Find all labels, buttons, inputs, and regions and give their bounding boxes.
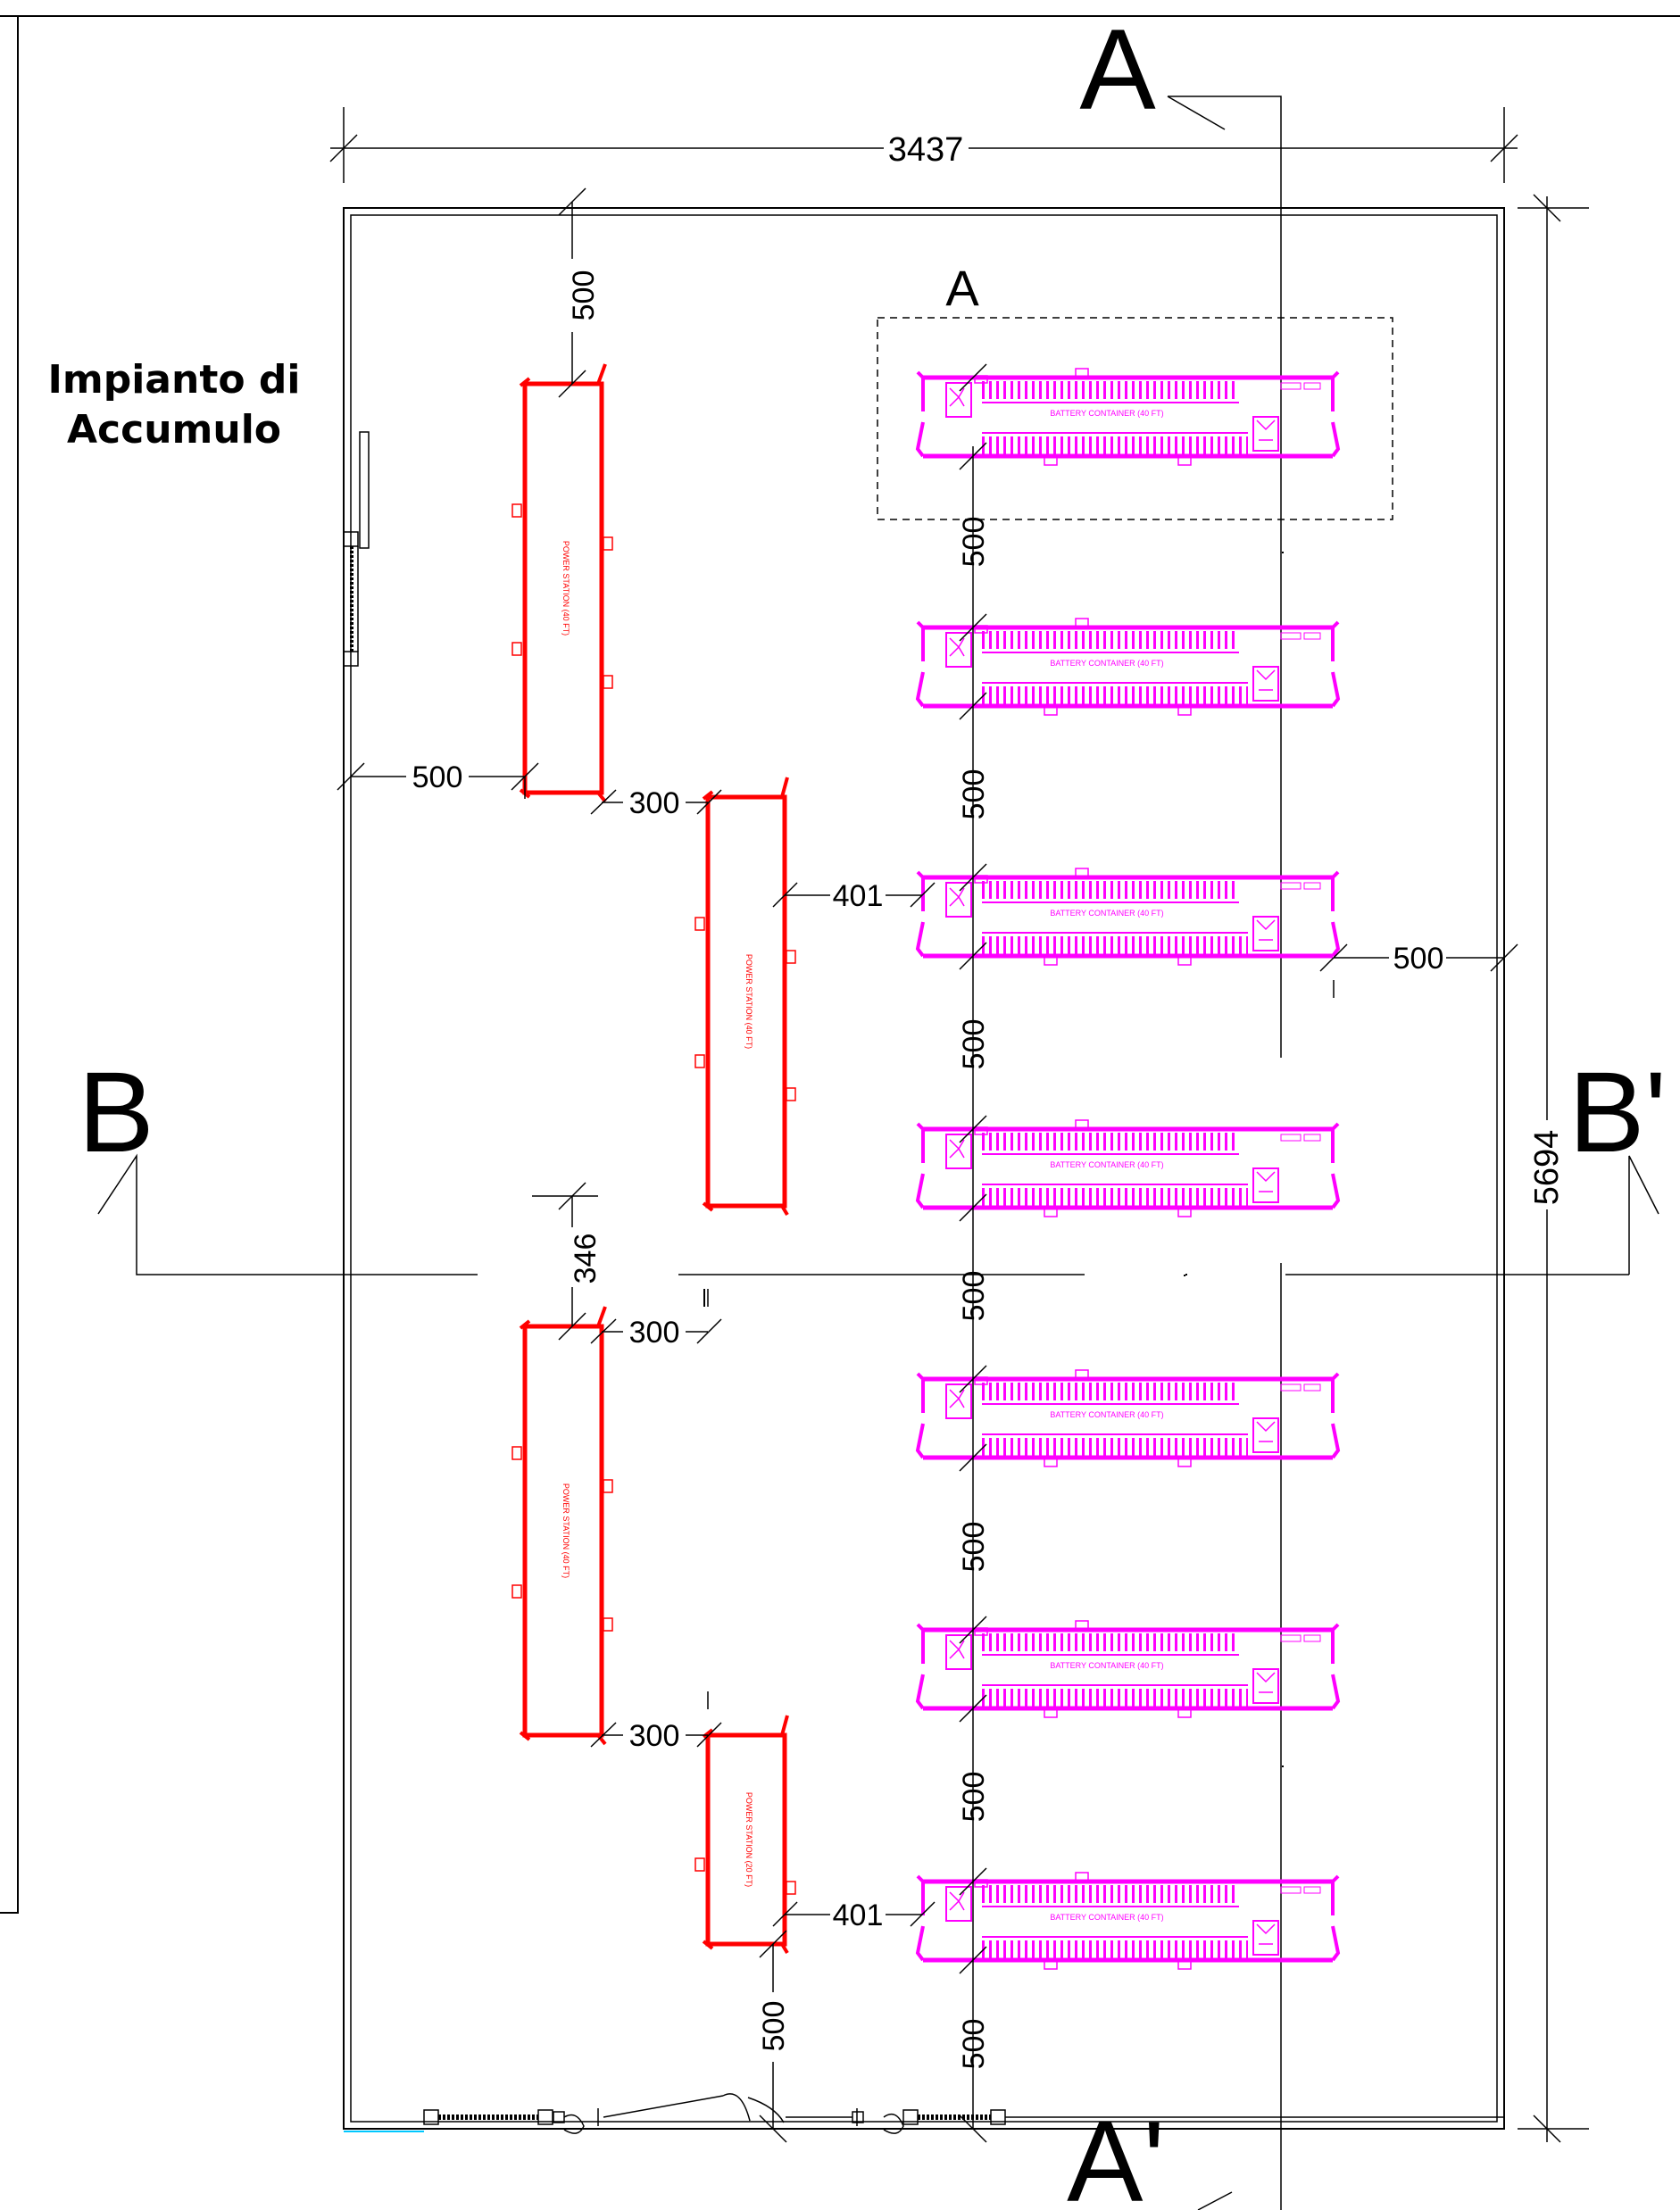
left-gate — [343, 431, 370, 667]
chain-tick-top-2 — [959, 613, 987, 642]
battery-container-7-label: BATTERY CONTAINER (40 FT) — [1050, 1913, 1163, 1922]
chain-tick-bottom-6 — [959, 1694, 987, 1723]
battery-container-1-label: BATTERY CONTAINER (40 FT) — [1050, 409, 1163, 418]
chain-tick-top-6 — [959, 1616, 987, 1644]
power-station-3-label: POWER STATION (40 FT) — [561, 1483, 570, 1578]
power-station-4-label: POWER STATION (20 FT) — [744, 1792, 753, 1887]
site-boundary-inner — [350, 214, 1498, 2123]
dim-ps2-ps3 — [532, 1182, 598, 1341]
battery-spacing-labels: 500 500 500 500 500 500 500 — [957, 517, 991, 2070]
dim-ps2-battery-value: 401 — [833, 879, 884, 913]
section-line-a — [1167, 96, 1282, 2210]
dim-ps1-top-value: 500 — [567, 270, 601, 321]
bottom-gate — [344, 2093, 1504, 2134]
chain-tick-bottom-4 — [959, 1193, 987, 1222]
section-a-prime-label: A' — [1067, 2098, 1165, 2210]
battery-container-2: BATTERY CONTAINER (40 FT) — [915, 618, 1341, 716]
chain-tick-bottom-7 — [959, 1946, 987, 1974]
dim-battery-right-value: 500 — [1393, 942, 1444, 976]
site-boundary-outer — [343, 207, 1505, 2130]
overall-height-dimension — [1518, 194, 1589, 2143]
chain-tick-bottom-2 — [959, 692, 987, 720]
overall-height-value: 5694 — [1528, 1130, 1566, 1206]
chain-tick-top-7 — [959, 1867, 987, 1896]
dim-ps1-ps2-value: 300 — [629, 786, 680, 820]
battery-container-5-label: BATTERY CONTAINER (40 FT) — [1050, 1410, 1163, 1419]
battery-container-3-label: BATTERY CONTAINER (40 FT) — [1050, 909, 1163, 918]
battery-containers: BATTERY CONTAINER (40 FT) BATTERY CONTAIN… — [915, 368, 1341, 1970]
dim-ps1-top — [558, 187, 586, 398]
dim-ps1-left — [337, 762, 539, 799]
power-station-1: POWER STATION (40 FT) — [511, 363, 613, 803]
battery-container-3: BATTERY CONTAINER (40 FT) — [915, 868, 1341, 966]
spacing-500-7: 500 — [957, 2019, 991, 2070]
spacing-500-3: 500 — [957, 1019, 991, 1070]
chain-tick-bottom-1 — [959, 442, 987, 470]
chain-tick-top-3 — [959, 863, 987, 892]
chain-tick-end — [959, 2114, 987, 2143]
chain-tick-bottom-5 — [959, 1443, 987, 1472]
sheet-frame-left — [0, 16, 19, 1914]
detail-a-label: A — [945, 260, 979, 316]
battery-container-6: BATTERY CONTAINER (40 FT) — [915, 1620, 1341, 1718]
dim-ps2-ps3-value: 346 — [569, 1234, 603, 1284]
spacing-500-6: 500 — [957, 1772, 991, 1823]
chain-tick-top-4 — [959, 1115, 987, 1143]
battery-spacing-ticks — [959, 363, 987, 2143]
spacing-500-4: 500 — [957, 1271, 991, 1322]
power-station-2-label: POWER STATION (40 FT) — [744, 954, 753, 1049]
dim-ps3-ps2-value: 300 — [629, 1316, 680, 1350]
section-a-label: A — [1079, 6, 1156, 134]
chain-tick-top-1 — [959, 363, 987, 392]
power-station-4: POWER STATION (20 FT) — [694, 1715, 796, 1955]
battery-container-4: BATTERY CONTAINER (40 FT) — [915, 1119, 1341, 1217]
plant-title: Impianto di Accumulo — [18, 355, 330, 455]
dim-ps1-left-value: 500 — [412, 760, 463, 794]
power-station-3: POWER STATION (40 FT) — [511, 1306, 613, 1746]
spacing-500-5: 500 — [957, 1522, 991, 1573]
chain-tick-bottom-3 — [959, 942, 987, 970]
power-station-2: POWER STATION (40 FT) — [694, 777, 796, 1217]
battery-container-4-label: BATTERY CONTAINER (40 FT) — [1050, 1160, 1163, 1169]
chain-tick-top-5 — [959, 1365, 987, 1393]
battery-container-5: BATTERY CONTAINER (40 FT) — [915, 1369, 1341, 1467]
dim-ps3-ps4-value: 300 — [629, 1719, 680, 1753]
section-b-prime-label: B' — [1568, 1049, 1667, 1176]
section-line-b — [97, 1153, 1659, 1275]
battery-container-7: BATTERY CONTAINER (40 FT) — [915, 1872, 1341, 1970]
dim-ps4-battery-value: 401 — [833, 1898, 884, 1932]
dim-ps4-bottom-value: 500 — [757, 2001, 791, 2052]
dim-ps2-battery — [772, 882, 936, 908]
power-station-1-label: POWER STATION (40 FT) — [561, 541, 570, 636]
plant-title-line1: Impianto di — [47, 357, 301, 403]
plant-title-line2: Accumulo — [66, 407, 282, 453]
overall-width-value: 3437 — [888, 131, 964, 169]
section-b-label: B — [78, 1049, 154, 1176]
dim-battery-right — [1319, 943, 1518, 998]
battery-container-1: BATTERY CONTAINER (40 FT) — [915, 368, 1341, 466]
battery-container-2-label: BATTERY CONTAINER (40 FT) — [1050, 659, 1163, 668]
dim-ps4-battery — [772, 1901, 936, 1927]
dim-ps3-ps2 — [590, 1289, 722, 1344]
spacing-500-1: 500 — [957, 517, 991, 568]
dim-ps3-ps4 — [590, 1691, 722, 1748]
battery-container-6-label: BATTERY CONTAINER (40 FT) — [1050, 1661, 1163, 1670]
overall-width-dimension — [329, 107, 1518, 183]
dim-ps4-bottom — [759, 1930, 787, 2143]
spacing-500-2: 500 — [957, 769, 991, 820]
detail-a-callout — [877, 317, 1393, 520]
minor-marks — [703, 552, 1284, 1767]
dim-ps1-ps2 — [590, 789, 722, 815]
